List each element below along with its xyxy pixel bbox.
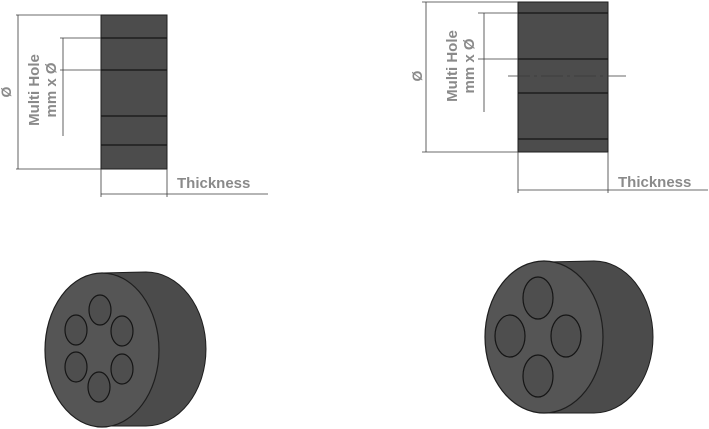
left-hole-dimension: Multi Hole mm x Ø [26, 37, 101, 136]
right-thickness-dimension: Thickness [517, 152, 708, 193]
left-diameter-label: Ø [0, 86, 14, 97]
left-hole [110, 315, 134, 347]
left-side-body [100, 14, 168, 170]
left-seal-side-view [100, 14, 168, 170]
right-seal-side-view [508, 1, 626, 153]
right-hole [494, 314, 526, 358]
right-hole-dimension: Multi Hole mm x Ø [444, 12, 518, 112]
right-multi-hole-label: Multi Hole [444, 30, 461, 102]
right-hole [522, 354, 554, 398]
right-hole-size-label: mm x Ø [461, 38, 478, 93]
right-seal-3d-view [484, 260, 654, 414]
left-hole [88, 294, 112, 326]
right-thickness-label: Thickness [618, 174, 691, 191]
right-side-body [517, 1, 609, 153]
right-hole [550, 314, 582, 358]
left-3d-front-face [44, 272, 160, 428]
left-hole-size-label: mm x Ø [43, 62, 60, 117]
left-diameter-dimension: Ø [0, 14, 101, 170]
right-3d-front-face [484, 260, 604, 414]
left-hole [87, 371, 111, 403]
left-thickness-label: Thickness [177, 175, 250, 192]
left-seal-3d-view [44, 271, 207, 428]
right-hole [522, 276, 554, 320]
left-hole [64, 351, 88, 383]
left-hole [110, 353, 134, 385]
right-diameter-label: Ø [409, 70, 425, 81]
left-thickness-dimension: Thickness [100, 169, 268, 197]
right-diameter-dimension: Ø [409, 1, 518, 153]
left-hole [64, 314, 88, 346]
left-multi-hole-label: Multi Hole [26, 54, 43, 126]
